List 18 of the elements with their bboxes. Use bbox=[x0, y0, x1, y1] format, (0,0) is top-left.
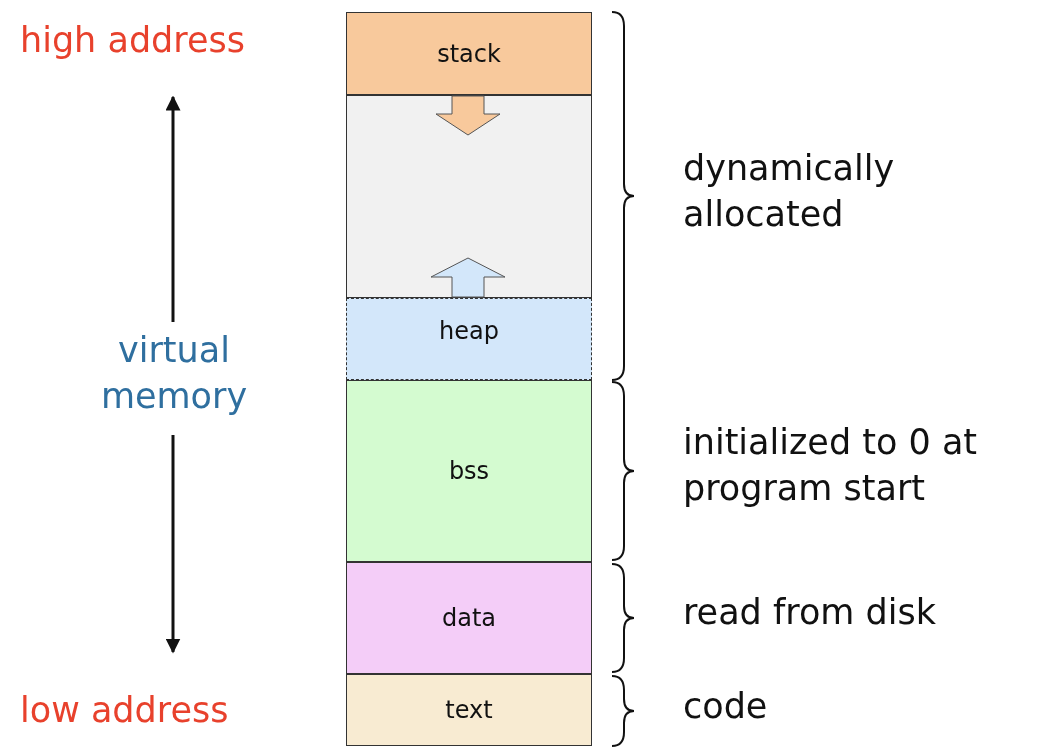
region-description: code bbox=[683, 685, 769, 728]
segment-label: stack bbox=[437, 39, 501, 68]
region-description: initialized to 0 at program start bbox=[683, 421, 979, 510]
data-segment bbox=[346, 562, 592, 674]
stack-segment bbox=[346, 12, 592, 95]
region-description: dynamically allocated bbox=[683, 147, 896, 236]
axis-label: virtual memory bbox=[99, 329, 249, 418]
segment-label: heap bbox=[439, 317, 499, 345]
segment-label: text bbox=[445, 696, 493, 724]
segment-label: bss bbox=[448, 457, 490, 485]
address-label: high address bbox=[20, 19, 246, 62]
text-segment bbox=[346, 674, 592, 746]
free-space-segment bbox=[346, 95, 592, 298]
segment-label: data bbox=[441, 604, 497, 632]
heap-segment bbox=[346, 298, 592, 380]
address-label: low address bbox=[20, 689, 230, 732]
region-description: read from disk bbox=[683, 591, 937, 634]
bss-segment bbox=[346, 380, 592, 562]
